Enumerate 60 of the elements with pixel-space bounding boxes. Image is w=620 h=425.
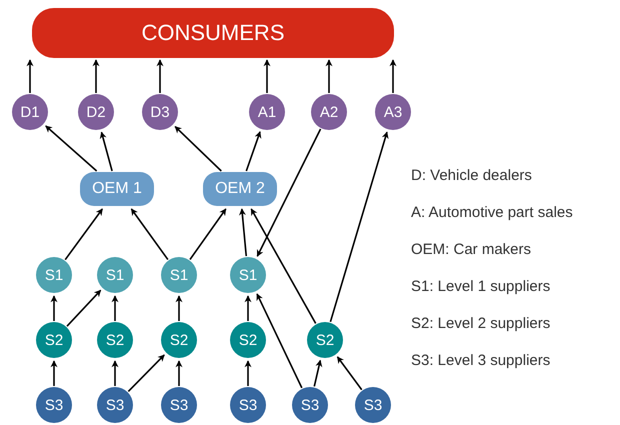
node-circle: S3	[36, 387, 72, 423]
node-circle: D2	[78, 94, 114, 130]
arrow	[250, 208, 316, 324]
node-circle: A1	[249, 94, 285, 130]
node-circle: S2	[161, 322, 197, 358]
node-circle: A3	[375, 94, 411, 130]
arrow	[92, 59, 100, 93]
node-circle: S2	[230, 322, 266, 358]
arrow	[326, 59, 332, 93]
arrow	[128, 354, 165, 392]
node-circle: S3	[230, 387, 266, 423]
arrow	[390, 59, 396, 93]
legend-text: D: Vehicle dealers	[411, 166, 533, 186]
legend-text: S1: Level 1 suppliers	[411, 277, 552, 297]
consumers-box: CONSUMERS	[32, 8, 394, 58]
node-circle: S1	[161, 257, 197, 293]
arrow	[100, 132, 113, 172]
arrow	[189, 208, 226, 260]
arrow	[112, 360, 118, 386]
node-circle: S3	[97, 387, 133, 423]
legend-text: OEM: Car makers	[411, 240, 532, 260]
node-circle: S1	[36, 257, 72, 293]
oem-box: OEM 2	[203, 172, 277, 206]
arrow	[176, 295, 182, 321]
arrow	[264, 59, 270, 93]
arrow	[244, 360, 252, 386]
node-circle: S2	[307, 322, 343, 358]
node-circle: S3	[355, 387, 391, 423]
node-circle: S3	[161, 387, 197, 423]
arrow	[246, 131, 262, 172]
arrow	[336, 356, 362, 390]
arrow	[64, 208, 103, 260]
legend-text: S2: Level 2 suppliers	[411, 314, 552, 334]
arrow	[244, 295, 252, 321]
arrow	[45, 125, 98, 172]
arrow	[256, 293, 303, 388]
arrow	[330, 131, 389, 322]
node-circle: S2	[97, 322, 133, 358]
arrow	[314, 360, 322, 387]
node-circle: S3	[292, 387, 328, 423]
node-circle: S1	[230, 257, 266, 293]
arrow	[174, 126, 222, 172]
arrow	[50, 295, 58, 321]
arrow	[112, 295, 118, 321]
node-circle: D3	[142, 94, 178, 130]
arrow	[238, 208, 248, 256]
node-circle: S2	[36, 322, 72, 358]
oem-box: OEM 1	[80, 172, 154, 206]
legend-text: A: Automotive part sales	[411, 203, 573, 223]
node-circle: D1	[12, 94, 48, 130]
arrow	[256, 128, 322, 257]
arrow	[130, 208, 169, 260]
arrow	[176, 360, 182, 386]
arrow	[66, 290, 102, 327]
arrow	[156, 59, 164, 93]
node-circle: A2	[311, 94, 347, 130]
legend-text: S3: Level 3 suppliers	[411, 351, 552, 371]
arrow	[26, 59, 34, 93]
arrow	[50, 360, 58, 386]
node-circle: S1	[97, 257, 133, 293]
